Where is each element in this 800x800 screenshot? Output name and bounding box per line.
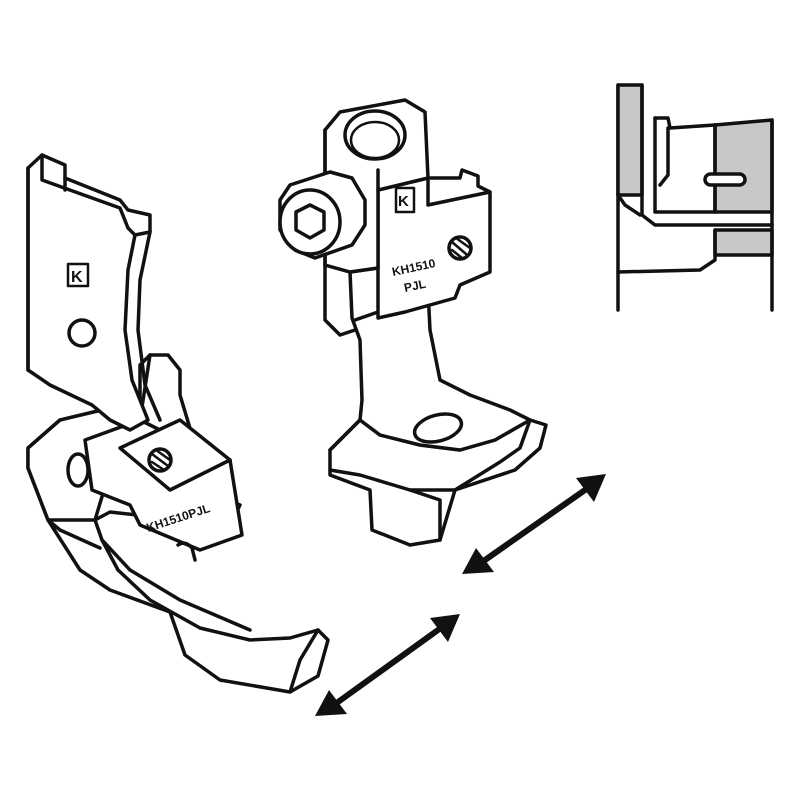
double-arrow-icon (315, 690, 347, 716)
left-shank-hole (67, 318, 97, 348)
svg-text:K: K (71, 269, 83, 286)
right-sole-slot (412, 412, 464, 444)
inset-slot (703, 172, 747, 187)
right-logo: K (394, 186, 416, 214)
double-arrow-icon (462, 548, 494, 574)
detail-inset (616, 83, 774, 312)
inset-gray-right-top (713, 118, 774, 214)
right-part-label-2: PJL (403, 277, 427, 295)
right-bar-hole (343, 109, 407, 161)
left-logo: K (66, 262, 90, 288)
right-foot-block (376, 168, 492, 320)
left-presser-foot: KH1510PJL K (26, 153, 330, 694)
inset-gray-left (616, 83, 644, 197)
inset-gray-right-bottom (713, 228, 774, 257)
hex-socket-icon (294, 203, 326, 240)
double-arrow-upper (462, 474, 606, 574)
right-presser-foot: KH1510 PJL K (278, 98, 548, 547)
svg-text:K: K (398, 193, 409, 210)
double-arrow-lower (315, 614, 460, 716)
